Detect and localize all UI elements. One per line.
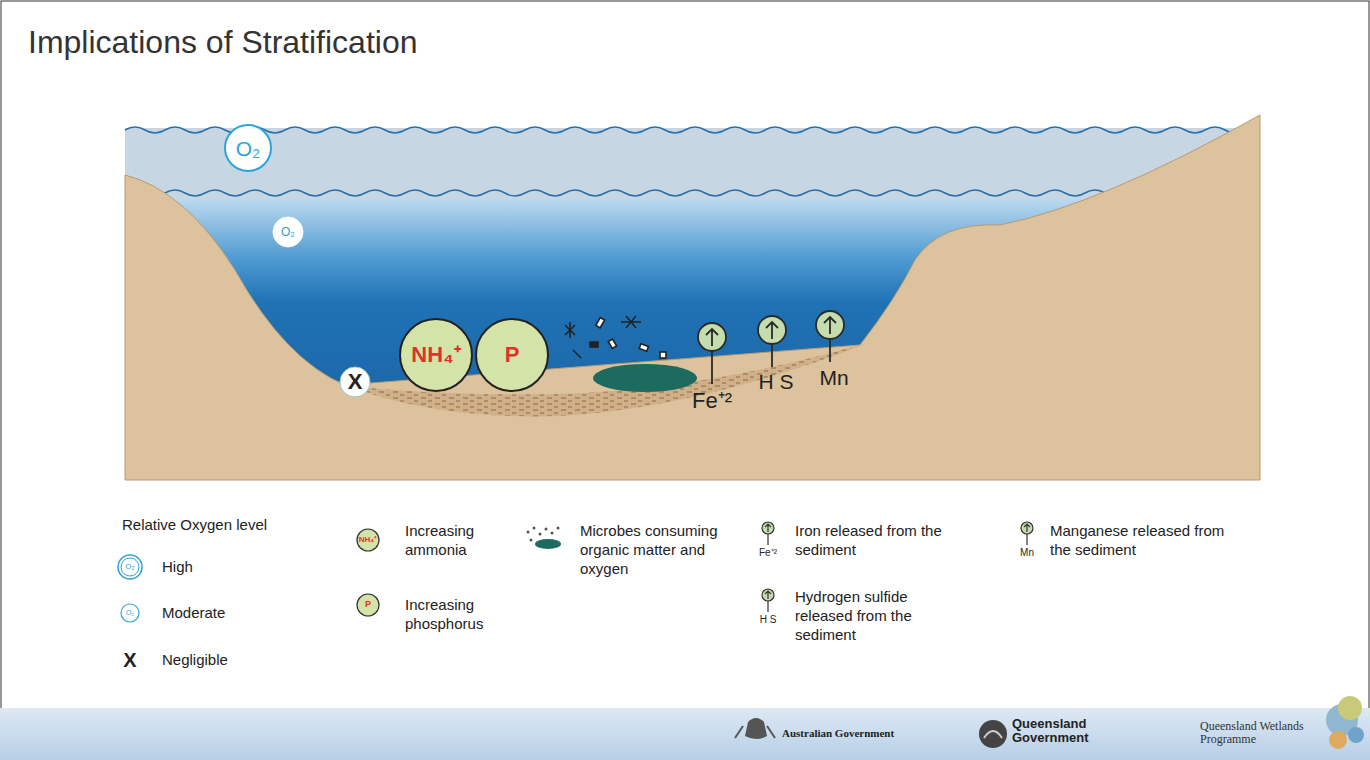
footer-bar (0, 708, 1370, 760)
logo-text: Queensland Government (1012, 717, 1102, 746)
icon-text: X (123, 648, 136, 673)
oxygen-moderate-circle: O₂ (271, 215, 305, 249)
legend-heading: Relative Oxygen level (122, 516, 267, 535)
title: Implications of Stratification (28, 22, 418, 62)
circle-label: NH₄⁺ (398, 344, 474, 366)
microbes (565, 316, 697, 392)
circle-label: O₂ (223, 138, 273, 159)
logos (735, 696, 1364, 749)
icon-text: O₂ (126, 609, 134, 618)
oxygen-negligible (340, 367, 370, 397)
icon-text: P (365, 599, 371, 610)
icon-text: H S (760, 614, 777, 627)
iron-label: Fe⁺² (692, 387, 732, 415)
logo-text: Australian Government (782, 727, 894, 741)
phosphorus-circle: P (474, 317, 550, 393)
icon-text: Fe⁺² (759, 547, 777, 560)
legend-text: Increasing ammonia (405, 522, 495, 560)
legend-text: Microbes consuming organic matter and ox… (580, 522, 755, 578)
circle-label: O₂ (271, 226, 305, 238)
icon-text: Mn (1020, 547, 1034, 560)
sulfide-label: H S (758, 369, 793, 395)
legend-text: Increasing phosphorus (405, 596, 495, 634)
lake-bank (125, 115, 1260, 480)
ammonia-circle: NH₄⁺ (398, 317, 474, 393)
manganese-label: Mn (819, 365, 848, 391)
circle-label: P (474, 344, 550, 366)
logo-text: Queensland Wetlands Programme (1200, 720, 1325, 746)
oxygen-high-circle: O₂ (223, 123, 273, 173)
icon-text: NH₄⁺ (359, 535, 377, 545)
legend-text: Iron released from the sediment (795, 522, 955, 560)
legend-text: Moderate (162, 604, 362, 623)
legend-text: Negligible (162, 651, 362, 670)
icon-text: O₂ (125, 562, 134, 572)
legend-text: High (162, 558, 362, 577)
oxygen-negligible-mark: X (348, 368, 363, 396)
legend-text: Hydrogen sulfide released from the sedim… (795, 588, 925, 644)
legend-text: Manganese released from the sediment (1050, 522, 1230, 560)
